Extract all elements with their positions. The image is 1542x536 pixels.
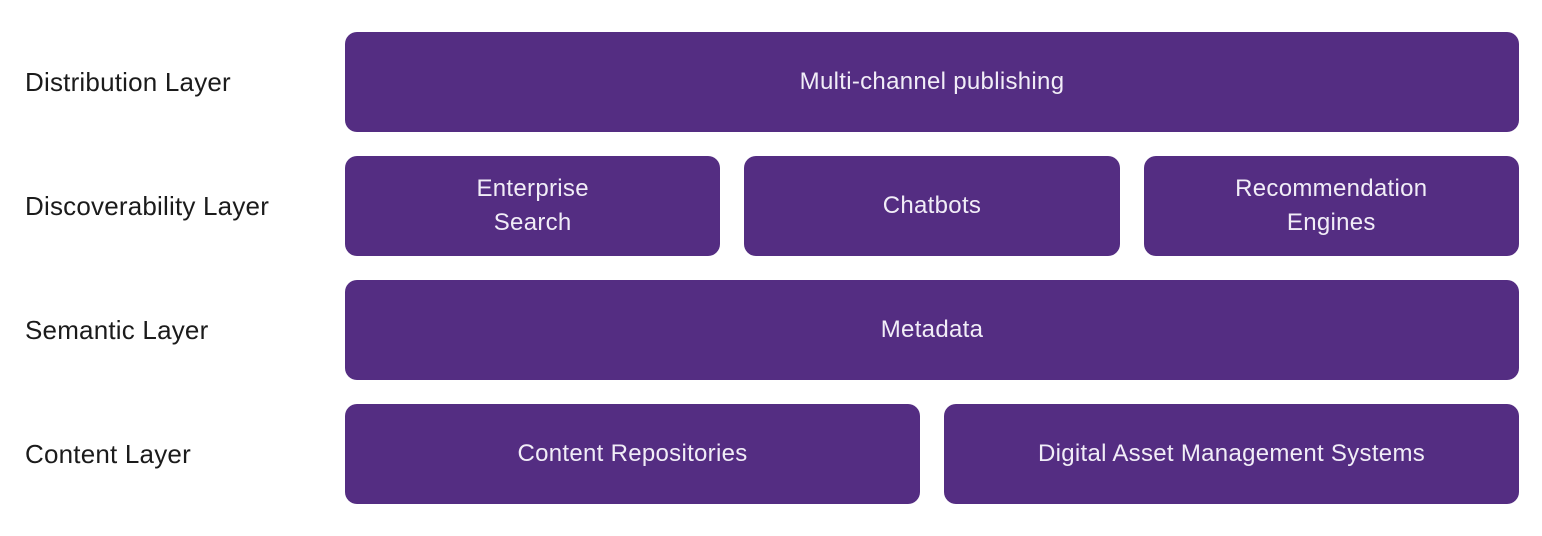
box-multi-channel-publishing: Multi-channel publishing <box>345 32 1519 132</box>
box-content-repositories: Content Repositories <box>345 404 920 504</box>
box-metadata: Metadata <box>345 280 1519 380</box>
layer-label-semantic: Semantic Layer <box>25 314 209 345</box>
layer-row-distribution: Multi-channel publishing <box>345 32 1519 132</box>
box-chatbots: Chatbots <box>744 156 1120 256</box>
layer-row-semantic: Metadata <box>345 280 1519 380</box>
box-enterprise-search: Enterprise Search <box>345 156 721 256</box>
layer-row-discoverability: Enterprise Search Chatbots Recommendatio… <box>345 156 1519 256</box>
box-digital-asset-management-systems: Digital Asset Management Systems <box>944 404 1519 504</box>
layer-label-content: Content Layer <box>25 438 191 469</box>
layer-row-content: Content Repositories Digital Asset Manag… <box>345 404 1519 504</box>
layer-label-discoverability: Discoverability Layer <box>25 190 270 221</box>
layer-label-distribution: Distribution Layer <box>25 66 231 97</box>
box-recommendation-engines: Recommendation Engines <box>1143 156 1519 256</box>
